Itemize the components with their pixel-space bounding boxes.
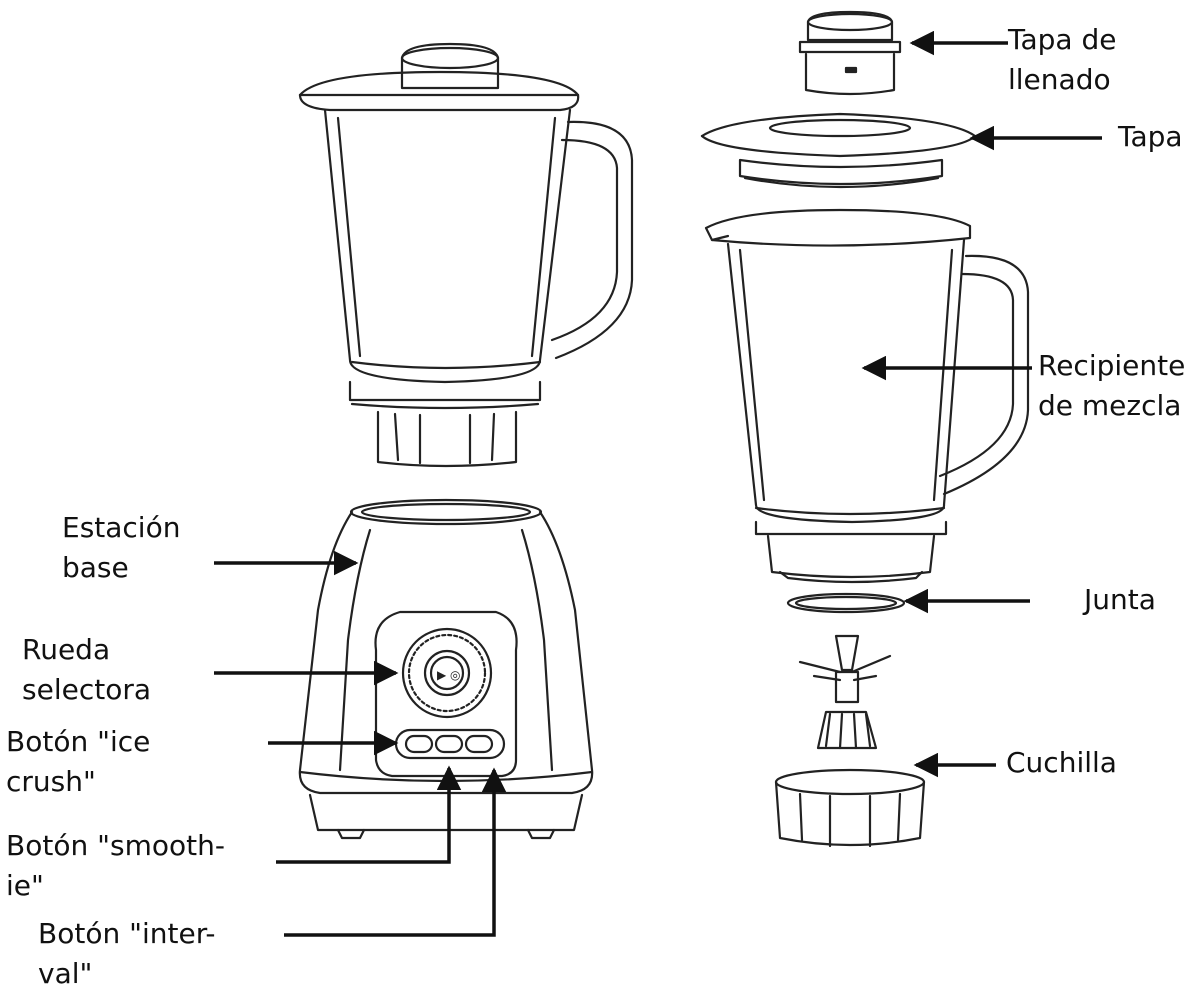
fill-cap-part xyxy=(798,10,902,96)
motor-base: ▶ ◎ xyxy=(298,498,594,840)
smoothie-button-arrow xyxy=(276,765,462,864)
label-interval-button: Botón "inter- val" xyxy=(38,917,216,990)
label-ice-crush-button: Botón "ice crush" xyxy=(6,725,151,798)
label-lid: Tapa xyxy=(1118,120,1183,153)
blade-collar-part xyxy=(774,768,926,848)
blade-part xyxy=(798,634,892,750)
leader-arrows xyxy=(214,30,1102,937)
mixing-jar-part xyxy=(704,208,1030,584)
label-fill-cap: Tapa de llenado xyxy=(1008,23,1117,96)
assembled-jar xyxy=(298,42,634,468)
label-selector-dial: Rueda selectora xyxy=(22,633,151,706)
svg-text:▶ ◎: ▶ ◎ xyxy=(437,668,461,682)
lid-part xyxy=(700,112,977,189)
label-mixing-jar: Recipiente de mezcla xyxy=(1038,349,1186,422)
gasket-part xyxy=(786,592,906,614)
interval-button-arrow xyxy=(284,767,507,937)
label-blade: Cuchilla xyxy=(1006,746,1117,779)
label-gasket: Junta xyxy=(1084,583,1156,616)
label-smoothie-button: Botón "smooth- ie" xyxy=(6,829,225,902)
label-base-station: Estación base xyxy=(62,511,181,584)
